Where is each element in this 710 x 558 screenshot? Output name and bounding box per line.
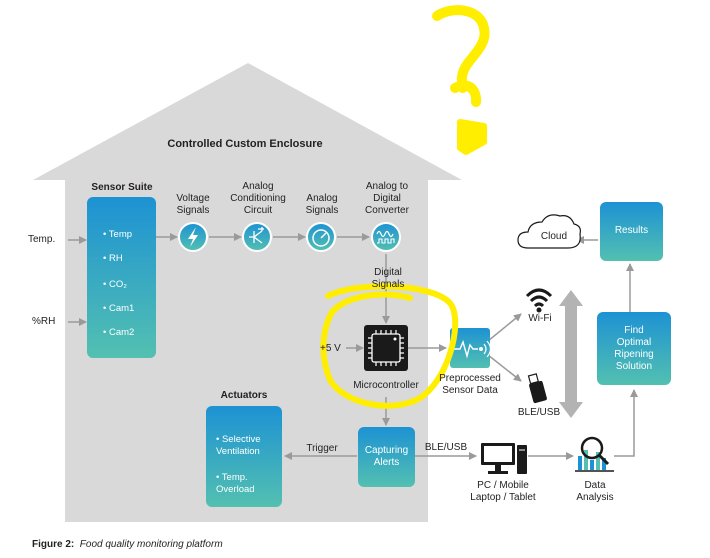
enclosure-house — [33, 63, 462, 522]
sensor-data-icon — [450, 328, 492, 368]
arrow-analysis-to-solution — [614, 389, 638, 457]
sensor-item-cam1: • Cam1 — [103, 303, 135, 314]
ble-usb-link-label: BLE/USB — [424, 442, 468, 453]
caption-label: Figure 2: — [32, 539, 75, 550]
digital-signals-label: Digital Signals — [371, 267, 405, 290]
sensor-suite-box: • Temp • RH • CO₂ • Cam1 • Cam2 — [87, 197, 156, 358]
actuators-box: • Selective Ventilation • Temp. Overload — [206, 406, 282, 507]
find-solution-label: Find Optimal Ripening Solution — [614, 325, 654, 372]
wifi-label: Wi-Fi — [528, 313, 552, 324]
sensor-suite-title: Sensor Suite — [91, 182, 153, 193]
capturing-alerts-box: Capturing Alerts — [358, 427, 415, 487]
analog-signals-label: Analog Signals — [305, 193, 339, 216]
sensor-item-cam2: • Cam2 — [103, 327, 135, 338]
microcontroller-chip-icon — [364, 325, 408, 371]
data-analysis-icon — [575, 436, 614, 472]
voltage-signal-icon — [178, 222, 208, 252]
wifi-icon — [525, 288, 553, 313]
actuator-item-ventilation: • Selective Ventilation — [216, 434, 261, 457]
question-dot-annotation — [457, 119, 487, 155]
temp-input-label: Temp. — [28, 234, 56, 245]
analog-circuit-label: Analog Conditioning Circuit — [230, 181, 286, 216]
circle-annotation — [320, 283, 459, 409]
data-analysis-label: Data Analysis — [576, 480, 614, 503]
find-solution-box: Find Optimal Ripening Solution — [597, 312, 671, 385]
sensor-item-rh: • RH — [103, 253, 123, 264]
question-mark-annotation — [432, 5, 490, 107]
results-label: Results — [614, 225, 649, 236]
analog-circuit-icon — [242, 222, 272, 252]
preprocessed-label: Preprocessed Sensor Data — [439, 373, 501, 396]
arrow-to-ble — [487, 354, 522, 382]
microcontroller-label: Microcontroller — [353, 380, 419, 391]
double-arrow-icon — [559, 290, 583, 418]
sensor-item-temp: • Temp — [103, 229, 133, 240]
computer-icon — [481, 443, 527, 474]
results-box: Results — [600, 202, 663, 261]
voltage-signals-label: Voltage Signals — [176, 193, 210, 216]
actuator-item-overload: • Temp. Overload — [216, 472, 255, 495]
trigger-label: Trigger — [306, 443, 338, 454]
cloud-label: Cloud — [540, 231, 568, 242]
adc-label: Analog to Digital Converter — [365, 181, 409, 216]
power-label: +5 V — [320, 343, 341, 354]
figure-caption: Figure 2: Food quality monitoring platfo… — [32, 539, 223, 550]
adc-waveform-icon — [371, 222, 401, 252]
capturing-alerts-label: Capturing Alerts — [364, 445, 409, 468]
rh-input-label: %RH — [32, 316, 56, 327]
caption-text: Food quality monitoring platform — [79, 539, 223, 550]
actuators-title: Actuators — [220, 390, 268, 401]
arrow-to-wifi — [487, 313, 522, 342]
sensor-item-co2: • CO₂ — [103, 279, 127, 290]
ble-usb-label: BLE/USB — [517, 407, 561, 418]
enclosure-title: Controlled Custom Enclosure — [167, 138, 323, 150]
cloud-icon — [517, 214, 581, 249]
pc-mobile-label: PC / Mobile Laptop / Tablet — [470, 480, 536, 503]
usb-stick-icon — [527, 373, 547, 404]
gauge-icon — [306, 222, 336, 252]
